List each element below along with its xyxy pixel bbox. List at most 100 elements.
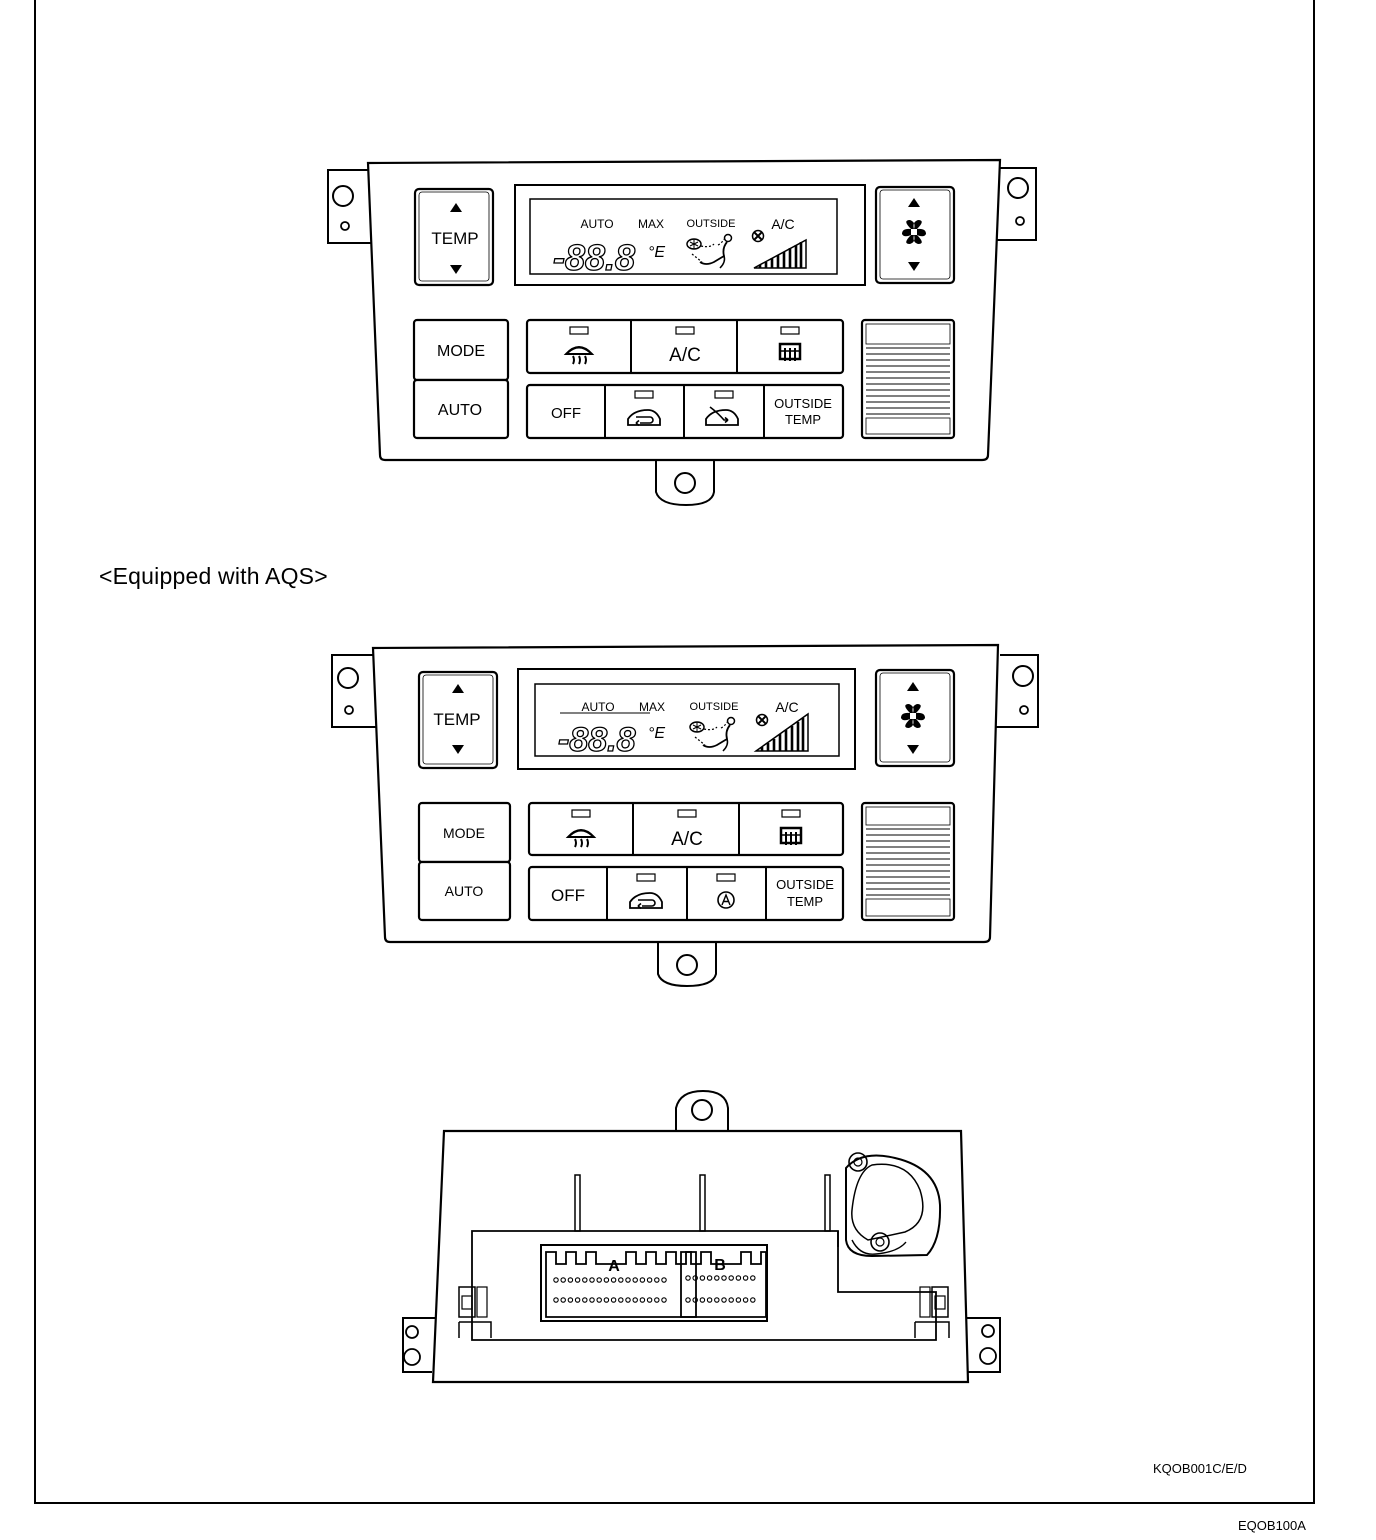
connector-pin [553,1297,559,1303]
ac-button[interactable]: A/C [669,326,701,366]
ac-button[interactable]: A/C [671,809,703,850]
off-button-label: OFF [551,886,585,905]
connector-pin [632,1297,638,1303]
mode-button-label: MODE [437,343,485,360]
display-max-label: MAX [639,700,665,714]
control-unit-rear-view: A B [402,1089,1001,1384]
connector-pin [610,1277,617,1283]
mount-hole [337,667,359,689]
temp-up-arrow-icon[interactable] [450,203,462,212]
mode-button[interactable]: MODE [417,801,512,864]
connector-pin [735,1275,742,1281]
temp-rocker[interactable]: TEMP [417,670,499,770]
auto-button-label: AUTO [445,883,484,899]
mount-ear-left [402,1317,441,1373]
rear-defrost-button[interactable] [779,809,803,847]
mount-hole [1012,665,1034,687]
mount-pin [340,221,350,231]
mode-button-label: MODE [443,825,485,841]
off-button[interactable]: OFF [551,405,581,422]
connector-a-label: A [608,1258,620,1275]
connector-pin [639,1277,646,1283]
fan-up-arrow-icon[interactable] [907,682,919,691]
connector-pin [618,1277,624,1283]
fan-down-arrow-icon[interactable] [908,262,920,271]
indicator-led [569,326,589,335]
connector-pin [596,1277,602,1283]
display-fan-bars [753,712,809,752]
bottom-button-row: OFF OUTSIDE TEMP [527,865,845,922]
ac-button-label: A/C [671,829,703,850]
mount-tab-top [675,1089,729,1131]
mount-hole [981,1324,995,1338]
connector-pin [714,1297,720,1303]
in-car-sensor-grille [860,801,956,922]
connector-pin [721,1297,727,1303]
connector-pin [567,1297,574,1303]
display-auto-label: AUTO [580,217,613,231]
fan-up-arrow-icon[interactable] [908,198,920,207]
temp-label: TEMP [431,229,478,248]
indicator-led [571,809,591,818]
top-button-row: A/C [527,801,845,857]
mount-ear-left [327,169,382,244]
connector-pin [654,1297,660,1303]
defrost-button[interactable] [565,326,593,365]
mount-hole [674,472,696,494]
auto-button[interactable]: AUTO [412,378,510,440]
actuator-motor [845,1152,942,1258]
defrost-button[interactable] [567,809,595,848]
mount-hole [691,1099,713,1121]
mount-hole [979,1347,997,1365]
auto-button[interactable]: AUTO [417,860,512,922]
outside-temp-label-line1: OUTSIDE [776,877,834,892]
connector-pin [553,1277,559,1283]
connector-pin [589,1297,595,1303]
connector-b-label: B [714,1257,726,1274]
rear-defrost-button[interactable] [778,326,802,363]
connector-pin [735,1297,742,1303]
outside-temp-button[interactable]: OUTSIDE TEMP [776,877,834,909]
connector-pin [661,1277,667,1283]
connector-pin [596,1297,602,1303]
connector-pin [661,1297,667,1303]
connector-pin [625,1277,631,1283]
connector-pin [589,1277,595,1283]
mount-hole [1007,177,1029,199]
temp-rocker[interactable]: TEMP [413,187,495,287]
mount-tab-bottom [655,460,715,507]
fan-down-arrow-icon[interactable] [907,745,919,754]
connector-a-shell [545,1251,697,1318]
connector-pin [610,1297,617,1303]
temp-down-arrow-icon[interactable] [450,265,462,274]
display-digits: -88.8 [558,721,636,759]
in-car-sensor-grille [860,318,956,440]
indicator-led [636,873,656,882]
indicator-led [714,390,734,399]
connector-pin [582,1277,588,1283]
connector-pin [699,1275,706,1281]
recirculation-button[interactable] [627,390,661,427]
fan-speed-rocker[interactable] [874,185,956,285]
fan-speed-rocker[interactable] [874,668,956,768]
mode-button[interactable]: MODE [412,318,510,382]
connector-pin [603,1277,610,1283]
outside-temp-button[interactable]: OUTSIDE TEMP [774,396,832,427]
connector-pin [646,1277,653,1283]
mount-ear-right [965,1317,1001,1373]
fresh-air-button[interactable] [705,390,739,426]
temp-down-arrow-icon[interactable] [452,745,464,754]
temp-up-arrow-icon[interactable] [452,684,464,693]
aqs-button[interactable] [716,873,736,909]
display-outside-label: OUTSIDE [690,701,739,713]
connector-pin [742,1297,749,1303]
display-auto-label: AUTO [581,700,614,714]
recirculation-button[interactable] [629,873,663,910]
connector-pin [567,1277,574,1283]
outside-temp-label-line2: TEMP [785,412,821,427]
mount-hole [332,185,354,207]
connector-block: A B [540,1244,768,1322]
mount-pin [344,705,354,715]
connector-b-shell [680,1251,767,1318]
off-button[interactable]: OFF [551,886,585,905]
